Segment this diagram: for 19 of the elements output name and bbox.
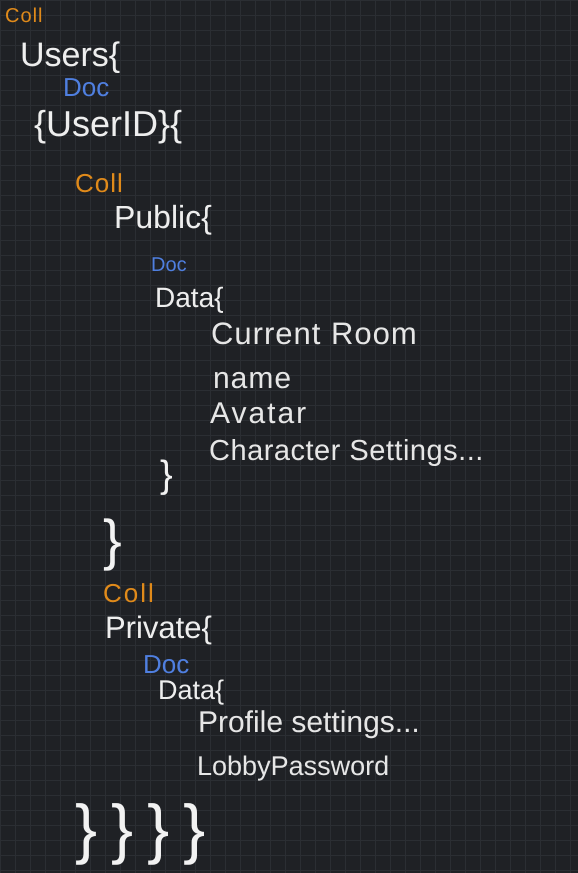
document-label: Doc	[143, 651, 190, 677]
collection-label: Coll	[103, 580, 156, 606]
field-name: Avatar	[210, 399, 308, 429]
field-name: Character Settings...	[209, 437, 484, 466]
document-label: Doc	[151, 255, 187, 275]
field-name: LobbyPassword	[197, 753, 390, 780]
document-label: Doc	[63, 74, 110, 100]
collection-label: Coll	[75, 170, 124, 196]
document-name: {UserID}{	[34, 106, 182, 142]
collection-name: Private{	[105, 612, 212, 643]
collection-name: Public{	[114, 201, 212, 233]
field-name: Current Room	[211, 318, 418, 349]
field-name: name	[213, 364, 292, 394]
collection-label: Coll	[5, 6, 44, 26]
document-name: Data{	[158, 677, 224, 704]
collection-name: Users{	[20, 38, 120, 72]
closing-brace: }	[160, 456, 173, 494]
field-name: Profile settings...	[198, 708, 420, 738]
document-name: Data{	[155, 284, 224, 312]
